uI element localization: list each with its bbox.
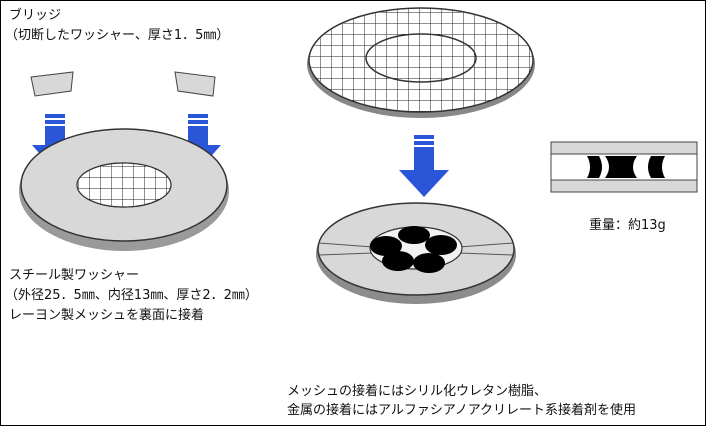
adhesive-note-1: メッシュの接着にはシリル化ウレタン樹脂、 (287, 384, 548, 399)
bridge-title: ブリッジ (9, 8, 62, 23)
weight-label: 重量：約13g (589, 218, 666, 233)
arrow-center (399, 135, 449, 197)
bridge-piece-right (174, 71, 216, 97)
adhesive-note-2: 金属の接着にはアルファシアノアクリレート系接着剤を使用 (287, 403, 637, 418)
washer-title: スチール製ワッシャー (9, 268, 140, 283)
bridge-spec: （切断したワッシャー、厚さ1．5㎜） (5, 28, 230, 43)
cross-section (550, 141, 698, 193)
assembled-washer (316, 202, 516, 304)
washer-mesh-note: レーヨン製メッシュを裏面に接着 (9, 308, 205, 323)
magnet-stack (370, 226, 457, 273)
washer-spec: （外径25．5㎜、内径13㎜、厚さ2．2㎜） (5, 288, 258, 303)
bridge-piece-left (30, 71, 74, 97)
steel-washer (19, 128, 229, 251)
mesh-disc (307, 7, 535, 118)
